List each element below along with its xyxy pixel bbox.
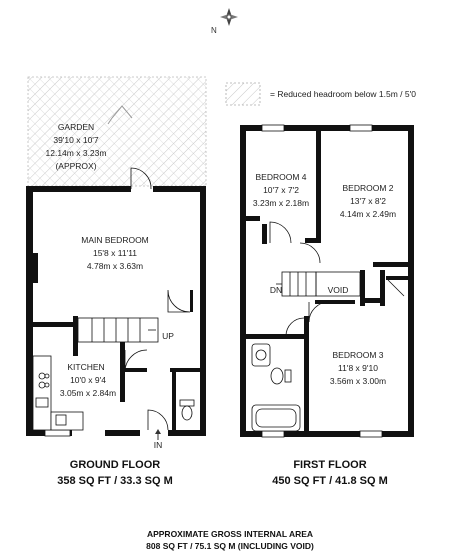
ground-stair-label: UP xyxy=(162,331,174,341)
legend-swatch xyxy=(225,82,261,106)
ground-floor-title: GROUND FLOOR xyxy=(69,459,161,471)
legend-text: = Reduced headroom below 1.5m / 5'0 xyxy=(270,89,416,99)
bedroom3-imperial: 11'8 x 9'10 xyxy=(338,363,378,373)
kitchen-fittings xyxy=(32,355,84,431)
kitchen-name: KITCHEN xyxy=(67,362,104,372)
stairs xyxy=(77,317,159,343)
bedroom2-imperial: 13'7 x 8'2 xyxy=(350,196,386,206)
garden-metric: 12.14m x 3.23m xyxy=(46,148,107,158)
bedroom2-name: BEDROOM 2 xyxy=(342,183,393,193)
ground-floor-plan xyxy=(26,76,207,440)
bathroom-fittings xyxy=(251,343,301,432)
compass-north-label: N xyxy=(211,26,217,35)
main-bedroom-metric: 4.78m x 3.63m xyxy=(87,261,143,271)
first-stair-label: DN xyxy=(270,285,282,295)
entrance-label: IN xyxy=(154,440,163,450)
garden-imperial: 39'10 x 10'7 xyxy=(53,135,99,145)
gross-area-heading: APPROXIMATE GROSS INTERNAL AREA xyxy=(146,529,314,539)
garden-name: GARDEN xyxy=(58,122,94,132)
bedroom3-metric: 3.56m x 3.00m xyxy=(330,376,386,386)
bedroom4-metric: 3.23m x 2.18m xyxy=(253,198,309,208)
first-floor-title: FIRST FLOOR xyxy=(293,459,367,471)
main-bedroom-name: MAIN BEDROOM xyxy=(81,235,149,245)
kitchen-imperial: 10'0 x 9'4 xyxy=(70,375,106,385)
garden-note: (APPROX) xyxy=(55,161,96,171)
first-floor-stairs xyxy=(276,271,361,297)
first-floor-plan xyxy=(240,124,414,438)
void-label: VOID xyxy=(328,285,349,295)
gross-area-value: 808 SQ FT / 75.1 SQ M (INCLUDING VOID) xyxy=(146,541,314,551)
first-floor-area: 450 SQ FT / 41.8 SQ M xyxy=(272,475,388,487)
ground-wc-icon xyxy=(179,399,195,421)
compass-rose-icon xyxy=(220,8,238,26)
bedroom4-name: BEDROOM 4 xyxy=(255,172,306,182)
ground-floor-area: 358 SQ FT / 33.3 SQ M xyxy=(57,475,173,487)
kitchen-metric: 3.05m x 2.84m xyxy=(60,388,116,398)
bedroom4-imperial: 10'7 x 7'2 xyxy=(263,185,299,195)
bedroom2-metric: 4.14m x 2.49m xyxy=(340,209,396,219)
bedroom3-name: BEDROOM 3 xyxy=(332,350,383,360)
ground-floor-walls xyxy=(26,186,206,436)
main-bedroom-imperial: 15'8 x 11'11 xyxy=(93,248,137,258)
first-floor-walls xyxy=(240,125,414,437)
